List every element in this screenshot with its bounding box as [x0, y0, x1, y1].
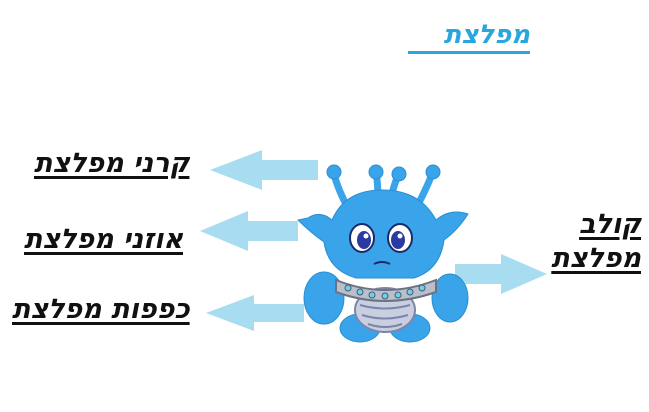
arrow-horns [210, 150, 318, 190]
arrow-paws [206, 295, 304, 331]
label-ears: אוזני מפלצת [24, 224, 184, 255]
arrow-ears [200, 211, 298, 251]
label-paws: כפפות מפלצת [12, 294, 190, 325]
arrow-body [455, 254, 547, 294]
label-horns: קרני מפלצת [34, 148, 190, 179]
monster-illustration [296, 164, 469, 343]
label-body: קולב מפלצת [551, 209, 641, 274]
diagram-title: מפלצת [408, 20, 530, 54]
